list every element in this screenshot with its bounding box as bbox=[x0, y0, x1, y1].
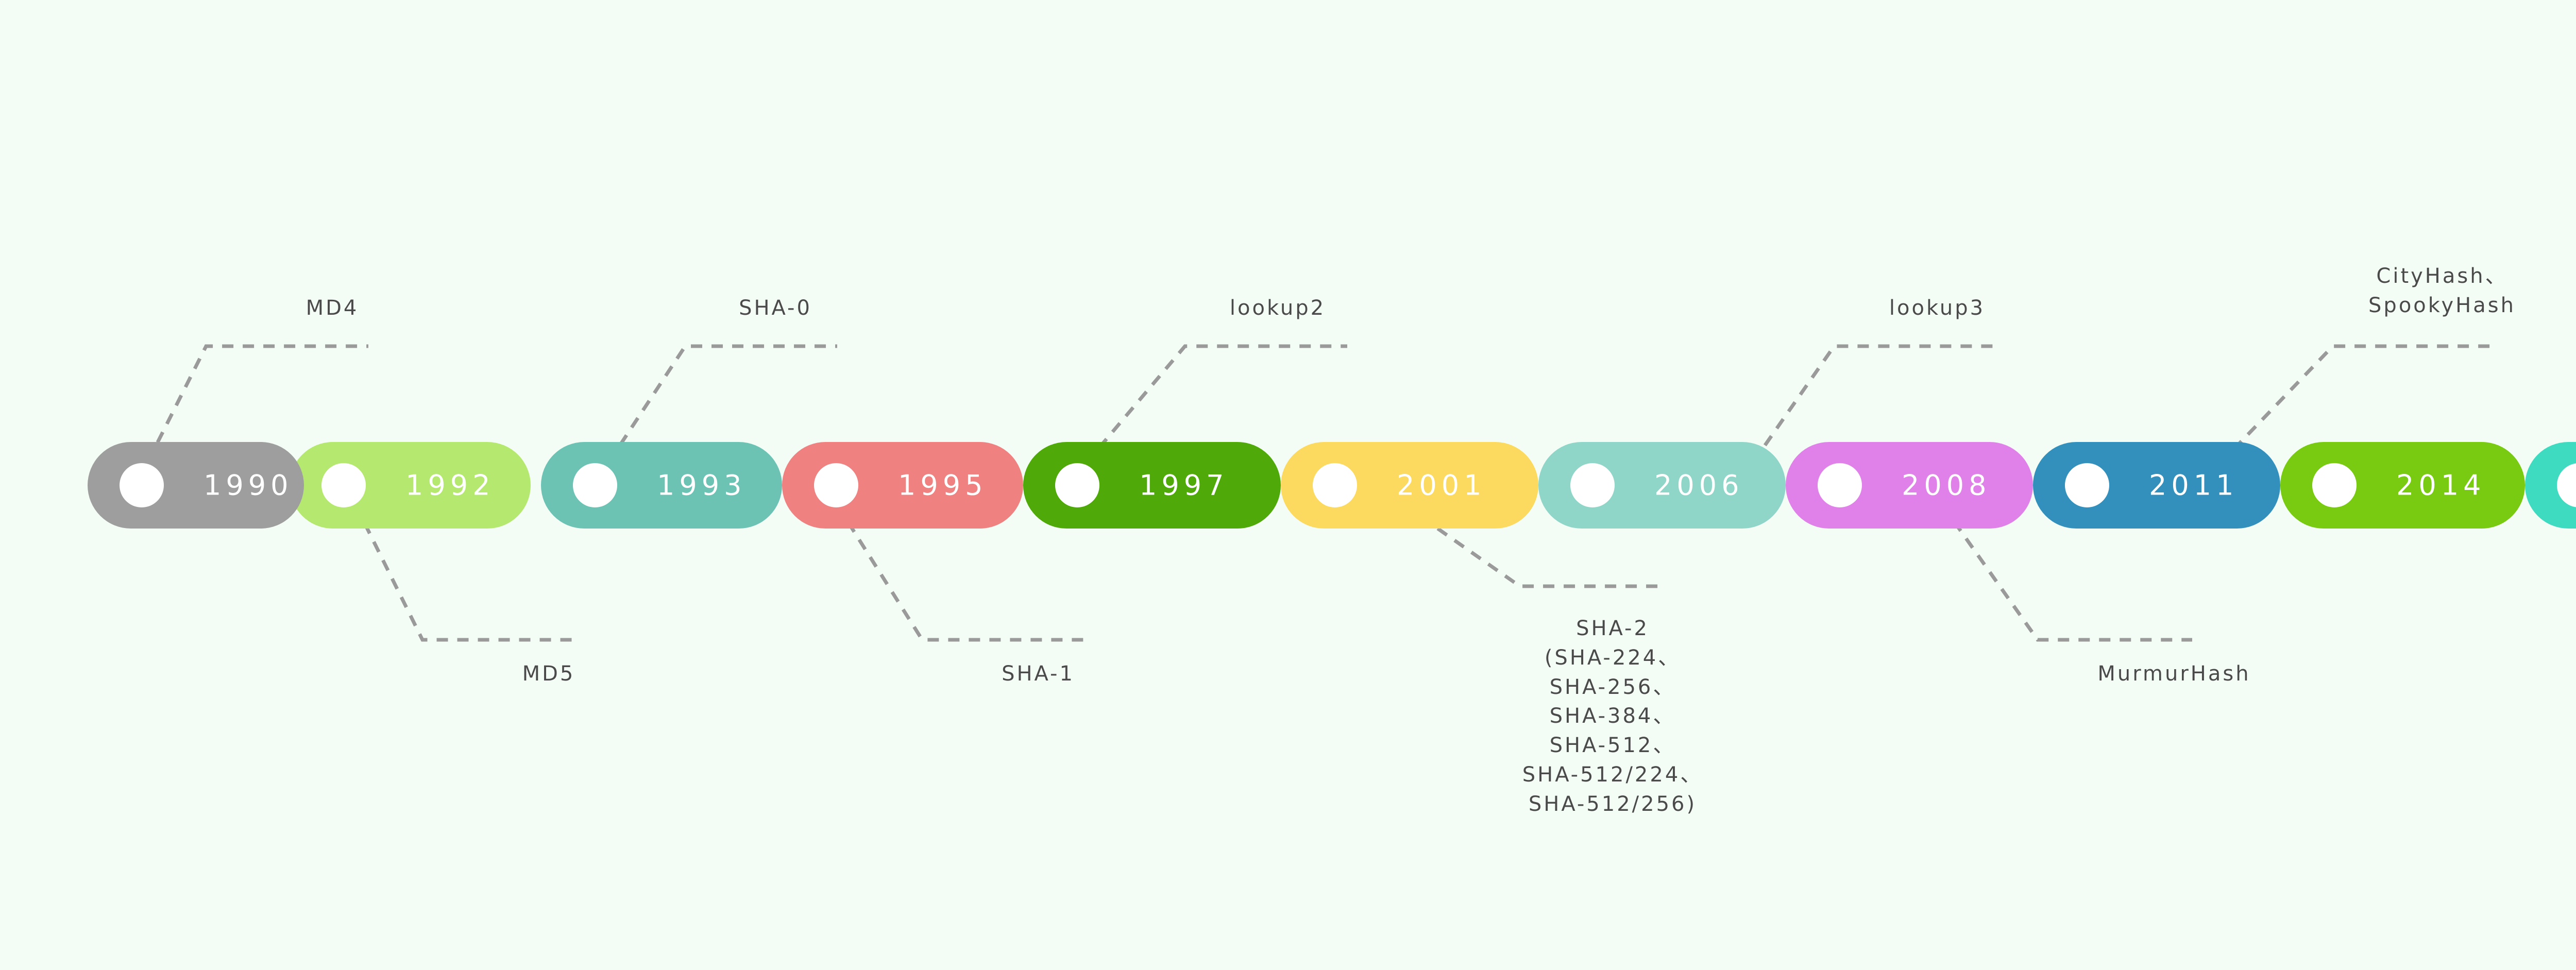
timeline-year-1992: 1992 bbox=[405, 469, 495, 502]
timeline-year-2006: 2006 bbox=[1654, 469, 1744, 502]
timeline-segment-1990[interactable]: 1990 bbox=[88, 442, 304, 529]
callout-lookup3: lookup3 bbox=[1889, 296, 1986, 320]
timeline-year-2011: 2011 bbox=[2149, 469, 2239, 502]
timeline-segment-2014[interactable]: 2014 bbox=[2280, 442, 2525, 529]
callout-murmurhash: MurmurHash bbox=[2097, 662, 2251, 686]
callout-sha0: SHA-0 bbox=[739, 296, 812, 320]
timeline-segment-2008[interactable]: 2008 bbox=[1786, 442, 2033, 529]
timeline-dot-1995 bbox=[814, 463, 858, 507]
timeline-dot-2015 bbox=[2557, 463, 2576, 507]
timeline-segment-1995[interactable]: 1995 bbox=[782, 442, 1023, 529]
timeline-segment-1992[interactable]: 1992 bbox=[290, 442, 531, 529]
timeline-dot-1992 bbox=[321, 463, 366, 507]
timeline-year-1995: 1995 bbox=[898, 469, 988, 502]
timeline-dot-2011 bbox=[2065, 463, 2109, 507]
callout-framhash: FramHash bbox=[2535, 659, 2576, 689]
callout-sha1: SHA-1 bbox=[1002, 662, 1075, 686]
timeline-dot-2014 bbox=[2312, 463, 2357, 507]
timeline-year-2008: 2008 bbox=[1902, 469, 1991, 502]
timeline-segment-1997[interactable]: 1997 bbox=[1023, 442, 1281, 529]
callout-sha2: SHA-2 (SHA-224、 SHA-256、 SHA-384、 SHA-51… bbox=[1522, 617, 1703, 816]
callout-md5: MD5 bbox=[522, 662, 575, 686]
timeline-segment-2015[interactable]: 2015 bbox=[2525, 442, 2576, 529]
callout-cityhash-spookyhash: CityHash、 SpookyHash bbox=[2368, 264, 2516, 317]
timeline-dot-1990 bbox=[120, 463, 164, 507]
timeline-segment-2006[interactable]: 2006 bbox=[1538, 442, 1786, 529]
timeline-dot-2008 bbox=[1818, 463, 1862, 507]
timeline-year-1990: 1990 bbox=[204, 469, 293, 502]
timeline-bar: 1990 1992 1993 1995 1997 2001 2006 bbox=[88, 442, 2576, 529]
timeline-dot-1993 bbox=[573, 463, 617, 507]
callout-md4: MD4 bbox=[306, 296, 359, 320]
timeline-year-2014: 2014 bbox=[2396, 469, 2486, 502]
timeline-segment-1993[interactable]: 1993 bbox=[541, 442, 782, 529]
timeline-segment-2011[interactable]: 2011 bbox=[2033, 442, 2280, 529]
timeline-year-1993: 1993 bbox=[657, 469, 747, 502]
callout-lookup2: lookup2 bbox=[1229, 296, 1326, 320]
timeline-year-2001: 2001 bbox=[1397, 469, 1486, 502]
timeline-dot-1997 bbox=[1055, 463, 1099, 507]
timeline-segment-2001[interactable]: 2001 bbox=[1281, 442, 1538, 529]
timeline-dot-2001 bbox=[1313, 463, 1357, 507]
timeline-year-1997: 1997 bbox=[1139, 469, 1229, 502]
timeline-dot-2006 bbox=[1570, 463, 1615, 507]
